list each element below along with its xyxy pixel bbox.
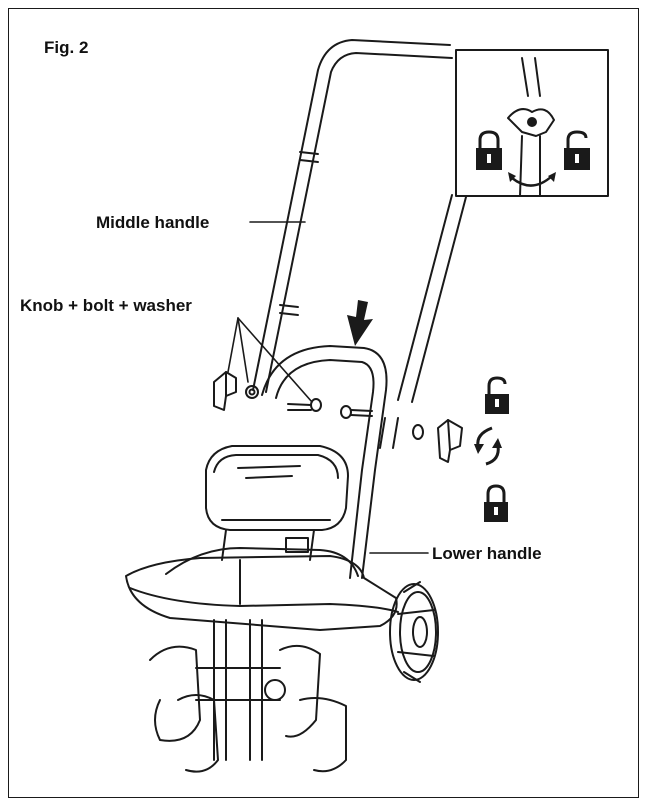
label-leader-lines bbox=[227, 221, 429, 554]
lower-handle-label: Lower handle bbox=[432, 544, 542, 563]
down-arrow-icon bbox=[347, 300, 373, 346]
inset-detail bbox=[455, 49, 609, 197]
motor-housing-drawing bbox=[205, 445, 349, 561]
middle-handle-label: Middle handle bbox=[96, 213, 210, 232]
tines-drawing bbox=[149, 619, 347, 773]
bolt-right-drawing bbox=[340, 405, 373, 419]
knob-right-drawing bbox=[412, 419, 463, 463]
padlock-unlocked-icon bbox=[485, 376, 509, 414]
middle-handle-drawing bbox=[252, 39, 467, 403]
knob-left-drawing bbox=[213, 371, 259, 411]
padlock-locked-icon bbox=[484, 484, 508, 522]
lower-handle-drawing bbox=[261, 345, 399, 579]
padlock-locked-icon bbox=[476, 130, 502, 170]
padlock-unlocked-icon bbox=[564, 130, 590, 170]
bolt-left-drawing bbox=[287, 398, 322, 412]
tiller-body-drawing bbox=[125, 547, 399, 631]
knob-bolt-washer-label: Knob + bolt + washer bbox=[20, 296, 192, 315]
wheel-drawing bbox=[389, 581, 439, 683]
figure-title: Fig. 2 bbox=[44, 38, 89, 57]
